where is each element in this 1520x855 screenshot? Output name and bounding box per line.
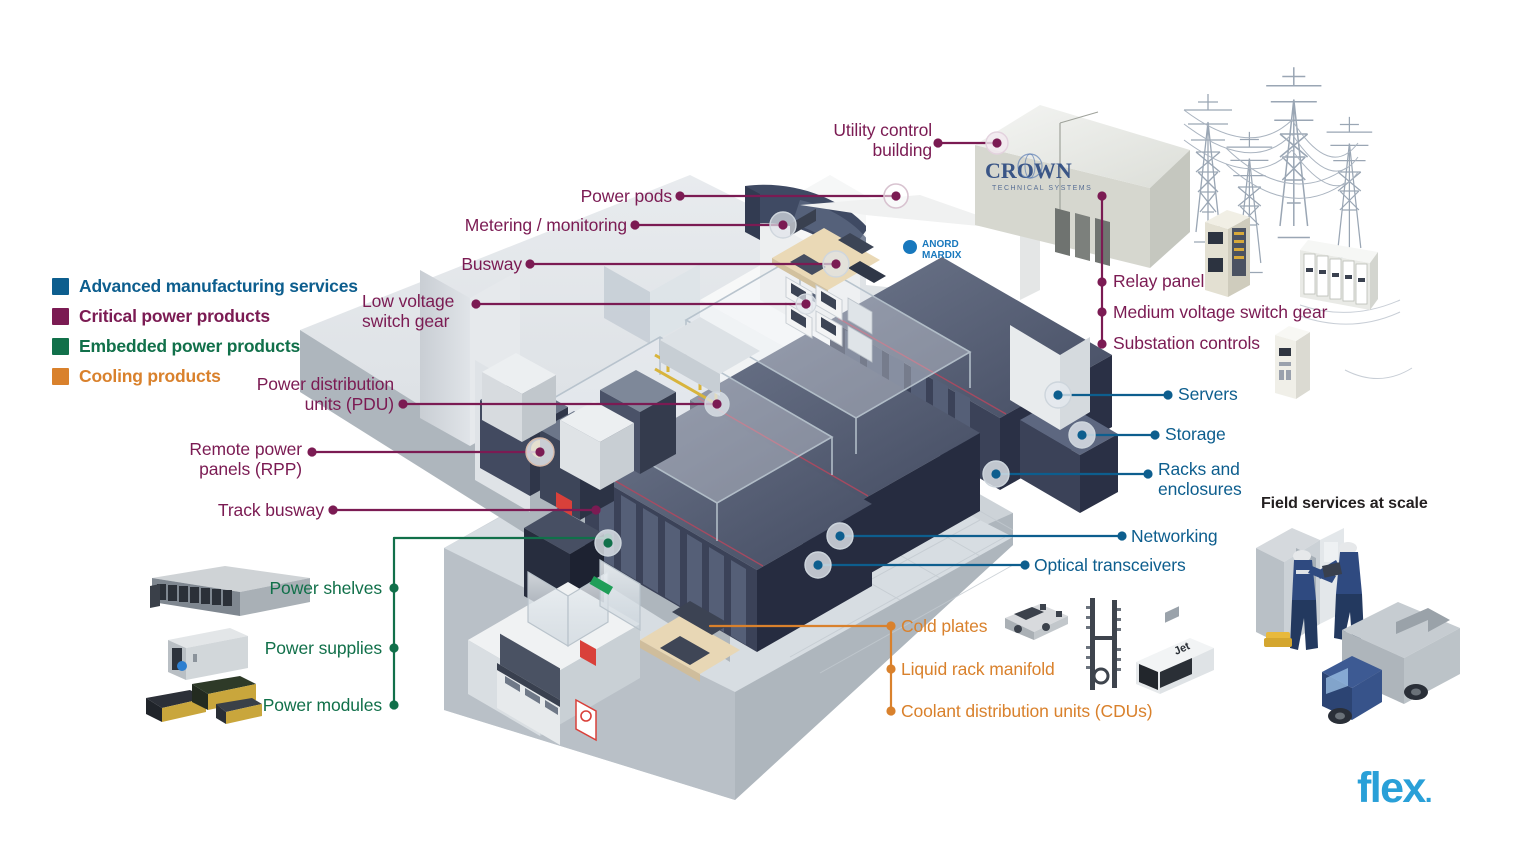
callout-utility-control-building: Utility control building — [833, 120, 932, 161]
legend-swatch-critical-power — [52, 308, 69, 325]
transmission-towers — [1183, 67, 1413, 379]
callout-power-shelves: Power shelves — [269, 578, 382, 598]
crown-logo-text: CROWN — [985, 158, 1072, 183]
callout-servers: Servers — [1178, 384, 1238, 404]
legend-swatch-cooling — [52, 368, 69, 385]
medium-voltage-switchgear-image — [1300, 240, 1378, 310]
callout-remote-power-panels: Remote power panels (RPP) — [189, 439, 302, 480]
callout-optical-transceivers: Optical transceivers — [1034, 555, 1186, 575]
callout-storage: Storage — [1165, 424, 1226, 444]
low-voltage-switchgear-panels — [785, 276, 873, 363]
legend: Advanced manufacturing services Critical… — [52, 276, 358, 396]
callout-power-distribution-units: Power distribution units (PDU) — [256, 374, 394, 415]
substation-controls-image — [1275, 326, 1310, 399]
callout-power-pods: Power pods — [580, 186, 673, 206]
legend-item-embedded-power: Embedded power products — [52, 336, 358, 357]
legend-item-advanced-manufacturing: Advanced manufacturing services — [52, 276, 358, 297]
flex-logo: flex. — [1357, 764, 1433, 812]
callout-power-modules: Power modules — [262, 695, 382, 715]
callout-power-supplies: Power supplies — [264, 638, 382, 658]
callout-relay-panel: Relay panel — [1113, 271, 1205, 291]
legend-label-embedded-power: Embedded power products — [79, 336, 300, 356]
callout-medium-voltage-switch-gear: Medium voltage switch gear — [1113, 302, 1328, 322]
callout-metering-monitoring: Metering / monitoring — [464, 215, 627, 235]
legend-label-cooling: Cooling products — [79, 366, 221, 386]
legend-swatch-embedded-power — [52, 338, 69, 355]
field-services-heading: Field services at scale — [1261, 495, 1428, 512]
legend-swatch-advanced-manufacturing — [52, 278, 69, 295]
flex-logo-dot: . — [1424, 777, 1433, 808]
callout-liquid-rack-manifold: Liquid rack manifold — [901, 659, 1055, 679]
legend-label-critical-power: Critical power products — [79, 306, 270, 326]
lobby-and-loading-dock — [468, 492, 740, 745]
callout-track-busway: Track busway — [217, 500, 324, 520]
flex-logo-text: flex — [1357, 764, 1426, 812]
callout-racks-and-enclosures: Racks and enclosures — [1158, 459, 1242, 500]
callout-substation-controls: Substation controls — [1113, 333, 1260, 353]
svg-text:TECHNICAL SYSTEMS: TECHNICAL SYSTEMS — [992, 185, 1092, 192]
legend-item-critical-power: Critical power products — [52, 306, 358, 327]
relay-panel-product-image — [1205, 210, 1250, 297]
legend-label-advanced-manufacturing: Advanced manufacturing services — [79, 276, 358, 296]
callout-networking: Networking — [1131, 526, 1218, 546]
svg-text:MARDIX: MARDIX — [922, 250, 962, 261]
utility-control-building-shape: CROWN TECHNICAL SYSTEMS — [975, 105, 1190, 268]
callout-busway: Busway — [461, 254, 522, 274]
legend-item-cooling: Cooling products — [52, 366, 358, 387]
anord-mardix-logo-text: ANORD — [922, 239, 959, 250]
callout-cold-plates: Cold plates — [901, 616, 988, 636]
callout-low-voltage-switch-gear: Low voltage switch gear — [362, 291, 455, 332]
callout-coolant-distribution-units: Coolant distribution units (CDUs) — [901, 701, 1153, 721]
